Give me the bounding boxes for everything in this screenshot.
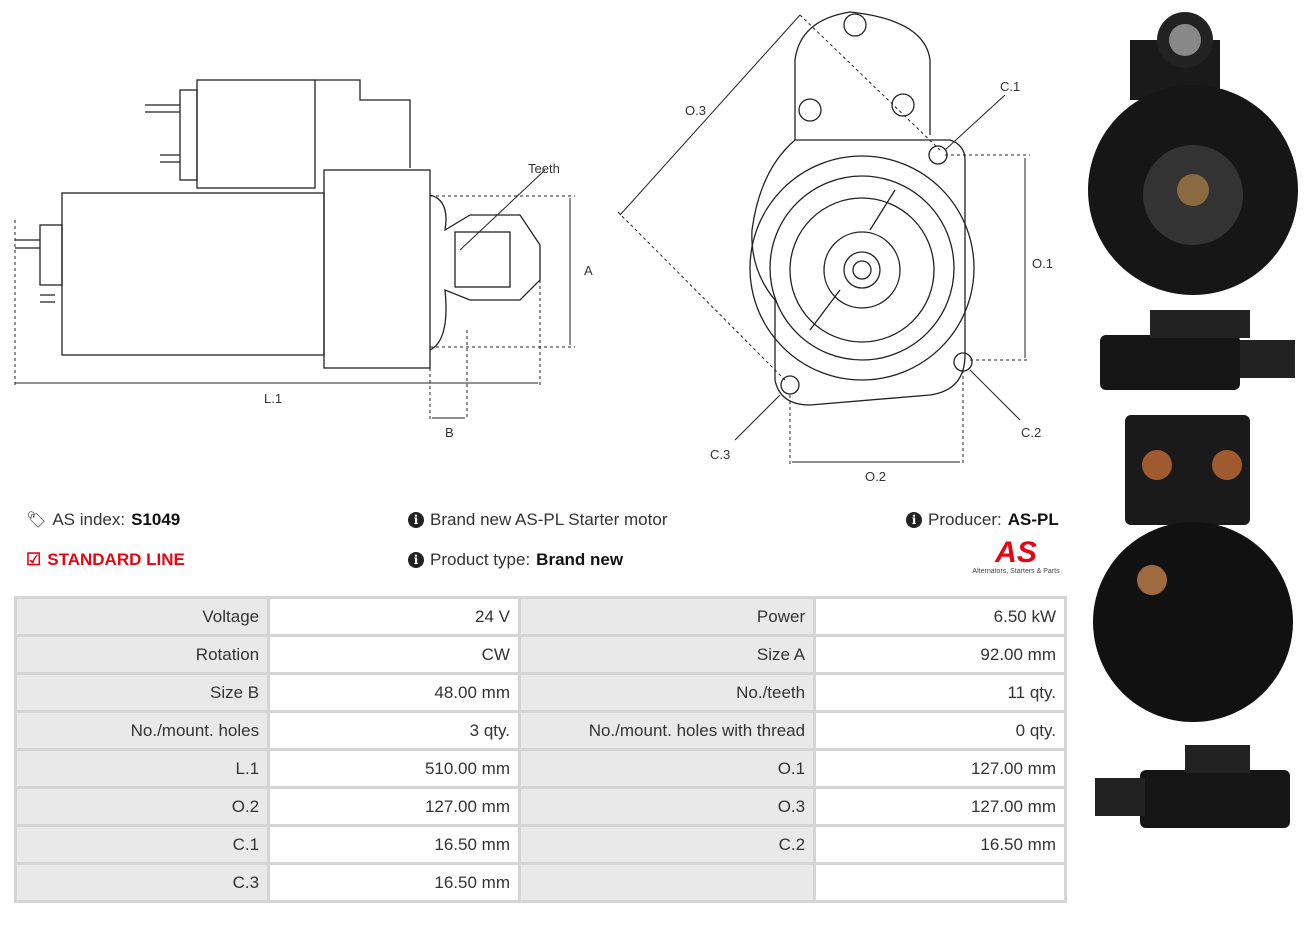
- spec-value: 127.00 mm: [813, 786, 1067, 827]
- spec-value: 11 qty.: [813, 672, 1067, 713]
- dim-o2-label: O.2: [865, 469, 886, 484]
- as-index: 🏷 AS index: S1049: [26, 510, 180, 530]
- spec-label: O.3: [517, 786, 817, 827]
- spec-label: C.2: [517, 824, 817, 865]
- as-index-label: AS index:: [52, 510, 126, 529]
- spec-value: 0 qty.: [813, 710, 1067, 751]
- producer-label: Producer:: [928, 510, 1002, 529]
- info-icon: i: [408, 552, 424, 568]
- dim-a-label: A: [584, 263, 593, 278]
- logo-tagline: Alternators, Starters & Parts: [972, 568, 1060, 575]
- spec-label: Size B: [13, 672, 271, 713]
- photo-side-bottom: [1095, 745, 1290, 828]
- spec-value: 510.00 mm: [267, 748, 521, 789]
- product-type: i Product type: Brand new: [408, 550, 623, 570]
- spec-value: 127.00 mm: [813, 748, 1067, 789]
- checkbox-checked-icon: ☑: [26, 550, 42, 569]
- product-type-label: Product type:: [430, 550, 531, 569]
- spec-label: No./mount. holes with thread: [517, 710, 817, 751]
- dim-b-label: B: [445, 425, 454, 440]
- description-text: Brand new AS-PL Starter motor: [430, 510, 668, 529]
- side-view: [14, 79, 575, 420]
- info-icon: i: [906, 512, 922, 528]
- as-index-value: S1049: [131, 510, 181, 529]
- producer-value: AS-PL: [1007, 510, 1059, 529]
- photo-front: [1088, 12, 1298, 295]
- teeth-label: Teeth: [528, 161, 560, 176]
- photo-rear: [1093, 415, 1293, 722]
- dim-c2-label: C.2: [1021, 425, 1041, 440]
- spec-label: C.3: [13, 862, 271, 903]
- dim-o1-label: O.1: [1032, 256, 1053, 271]
- dim-o3-label: O.3: [685, 103, 706, 118]
- spec-value: 16.50 mm: [267, 862, 521, 903]
- spec-value: 3 qty.: [267, 710, 521, 751]
- spec-label: Rotation: [13, 634, 271, 675]
- spec-value: CW: [267, 634, 521, 675]
- standard-line-badge: ☑ STANDARD LINE: [26, 550, 185, 570]
- description: i Brand new AS-PL Starter motor: [408, 510, 667, 530]
- spec-label: No./mount. holes: [13, 710, 271, 751]
- spec-label: Size A: [517, 634, 817, 675]
- spec-value: 24 V: [267, 596, 521, 637]
- spec-label: Power: [517, 596, 817, 637]
- product-photos: [1088, 12, 1298, 828]
- spec-value: [813, 862, 1067, 903]
- spec-label: L.1: [13, 748, 271, 789]
- spec-label: O.2: [13, 786, 271, 827]
- info-icon: i: [408, 512, 424, 528]
- spec-label: C.1: [13, 824, 271, 865]
- line-label: STANDARD LINE: [47, 550, 185, 569]
- dim-c1-label: C.1: [1000, 79, 1020, 94]
- spec-label: O.1: [517, 748, 817, 789]
- spec-value: 6.50 kW: [813, 596, 1067, 637]
- spec-value: 92.00 mm: [813, 634, 1067, 675]
- spec-label: No./teeth: [517, 672, 817, 713]
- spec-value: 127.00 mm: [267, 786, 521, 827]
- product-type-value: Brand new: [536, 550, 624, 569]
- spec-label: [517, 862, 817, 903]
- technical-drawing: Teeth A L.1 B O.3 C.1 O.1 C.2 C.3 O.2: [14, 11, 1053, 484]
- logo-mark: AS: [964, 538, 1068, 568]
- tags-icon: 🏷: [26, 512, 47, 529]
- producer: i Producer: AS-PL: [906, 510, 1059, 530]
- dim-l1-label: L.1: [264, 391, 282, 406]
- spec-value: 48.00 mm: [267, 672, 521, 713]
- dim-c3-label: C.3: [710, 447, 730, 462]
- as-pl-logo: AS Alternators, Starters & Parts: [964, 538, 1068, 575]
- spec-value: 16.50 mm: [813, 824, 1067, 865]
- spec-label: Voltage: [13, 596, 271, 637]
- photo-side-top: [1100, 310, 1295, 390]
- spec-value: 16.50 mm: [267, 824, 521, 865]
- front-view: [617, 11, 1030, 465]
